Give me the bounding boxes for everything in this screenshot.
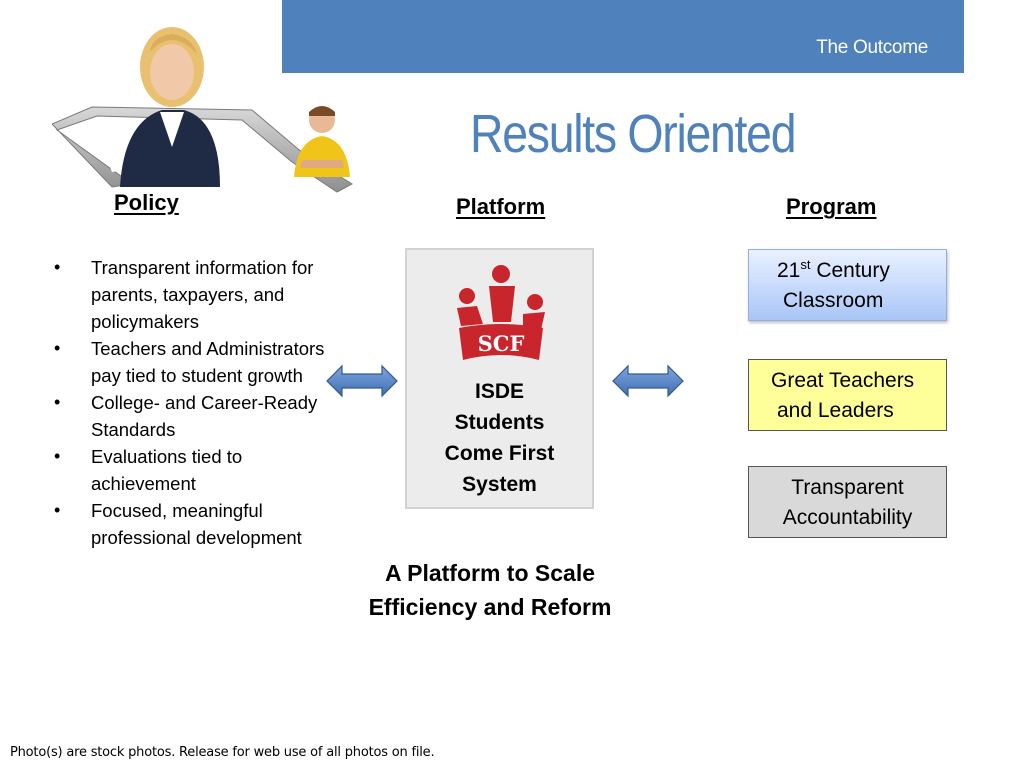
tagline-line: Efficiency and Reform	[368, 594, 612, 620]
platform-heading: Platform	[456, 194, 546, 219]
scf-logo: SCF	[457, 265, 545, 360]
platform-line: ISDE	[474, 380, 524, 403]
policy-item: College- and Career-Ready Standards	[48, 389, 333, 443]
program-teachers-line1: Great Teachers	[771, 369, 915, 392]
section-label: The Outcome	[816, 37, 928, 58]
classroom-ordinal: st	[800, 257, 811, 272]
policy-item: Focused, meaningful professional develop…	[48, 497, 333, 551]
stock-photo-people-icon	[52, 27, 353, 193]
slide-title: Results Oriented	[470, 104, 797, 164]
classroom-line1-rest: Century	[810, 259, 890, 282]
platform-tagline: A Platform to Scale Efficiency and Refor…	[330, 556, 650, 624]
policy-heading: Policy	[114, 190, 179, 215]
policy-item: Teachers and Administrators pay tied to …	[48, 335, 333, 389]
program-accountability-line2: Accountability	[782, 506, 913, 529]
program-classroom-line1: 21st Century	[777, 256, 946, 286]
program-box-classroom: 21st Century Classroom	[748, 249, 947, 321]
tagline-line: A Platform to Scale	[384, 560, 596, 586]
platform-line: Come First	[444, 442, 555, 465]
program-heading: Program	[786, 194, 877, 219]
double-arrow-icon	[612, 364, 684, 398]
policy-list: Transparent information for parents, tax…	[48, 254, 333, 551]
platform-line: System	[462, 473, 537, 496]
footer-note: Photo(s) are stock photos. Release for w…	[10, 745, 435, 760]
program-teachers-line2: and Leaders	[777, 399, 894, 422]
platform-line: Students	[454, 411, 545, 434]
header-bar: The Outcome	[282, 0, 964, 73]
platform-box: SCF ISDE Students Come First System	[405, 248, 594, 509]
classroom-number: 21	[777, 259, 801, 282]
scf-logo-text: SCF	[478, 331, 525, 356]
platform-system-name: ISDE Students Come First System	[407, 376, 592, 500]
policy-item: Transparent information for parents, tax…	[48, 254, 333, 335]
double-arrow-icon	[326, 364, 398, 398]
program-box-teachers: Great Teachers and Leaders	[748, 359, 947, 431]
program-classroom-line2: Classroom	[783, 289, 884, 312]
policy-item: Evaluations tied to achievement	[48, 443, 333, 497]
program-box-accountability: Transparent Accountability	[748, 466, 947, 538]
program-accountability-line1: Transparent	[791, 476, 904, 499]
